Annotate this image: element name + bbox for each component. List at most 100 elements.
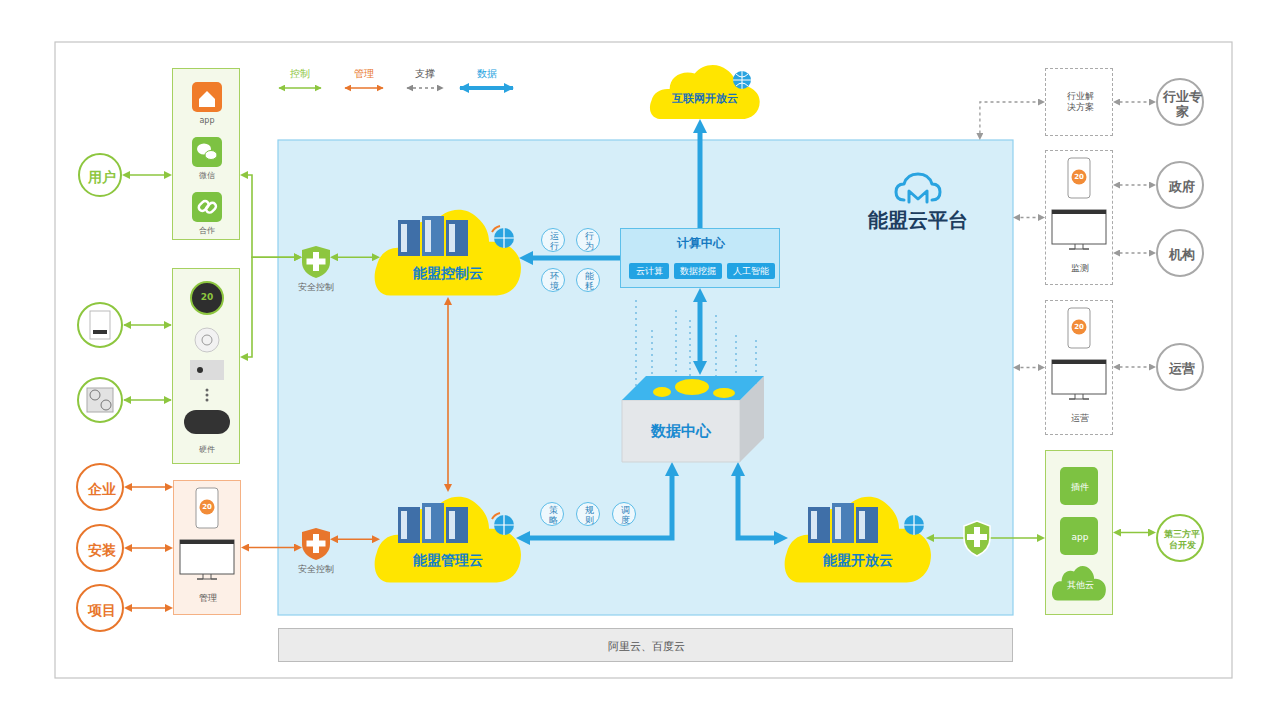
connector-arrow: [244, 175, 298, 257]
operation-circle: 运营: [1156, 343, 1204, 391]
display-number: 20: [195, 292, 219, 303]
node-text: 安装: [82, 542, 122, 559]
node-text: 能盟控制云: [378, 265, 518, 282]
compute-chip: 云计算: [629, 263, 669, 279]
connector-arrow: [1117, 252, 1153, 253]
text-holder: 监测: [1046, 263, 1114, 274]
node-text: 微信: [173, 171, 241, 181]
text-holder: 环境: [546, 271, 562, 291]
connector-arrow: [1117, 366, 1153, 367]
connector-arrow: [334, 538, 376, 540]
developer-circle: 第三方平台开发: [1156, 514, 1204, 562]
channel-icons: [192, 82, 222, 222]
node-text: 阿里云、百度云: [283, 640, 1010, 653]
compute-chip: 数据挖掘: [674, 263, 722, 279]
server-rack: [398, 216, 878, 543]
legend-holder: 数据: [452, 68, 521, 80]
node-text: 能盟管理云: [378, 552, 518, 569]
node-text: 云计算: [633, 266, 665, 276]
connector-arrow: [1117, 101, 1153, 102]
legend-holder: 管理: [337, 68, 391, 80]
legend-arrow: [407, 87, 443, 89]
node-text: 第三方平台开发: [1163, 529, 1201, 551]
tag-circle: 规则: [576, 502, 600, 526]
enterprise-circle: 企业: [76, 463, 124, 511]
legend-arrow: [460, 86, 513, 90]
text-holder: 运营: [1162, 361, 1202, 377]
node-text: 运营: [1046, 413, 1114, 424]
text-holder: 计算中心: [621, 236, 781, 250]
text-holder: 机构: [1162, 247, 1202, 263]
label-holder: 20: [195, 503, 219, 511]
node-text: 其他云: [1046, 580, 1114, 591]
tag-circle: 能耗: [576, 268, 600, 292]
text-holder: 用户: [84, 169, 120, 186]
connector-arrow: [1017, 367, 1042, 368]
node-text: 监测: [1046, 263, 1114, 274]
text-holder: 能盟云平台: [838, 208, 998, 232]
internet-cloud: 互联网开放云: [648, 62, 762, 120]
legend-holder: 支撑: [399, 68, 451, 80]
text-holder: 能盟控制云: [378, 265, 518, 282]
text-holder: 企业: [82, 481, 122, 498]
text-holder: 安全控制: [286, 564, 346, 575]
display-number: 20: [1067, 173, 1091, 181]
compute-chip: 人工智能: [727, 263, 775, 279]
node-text: 项目: [82, 602, 122, 619]
connector-arrow: [738, 469, 781, 538]
text-holder: 数据挖掘: [678, 266, 718, 276]
node-text: 能盟开放云: [788, 552, 928, 569]
open-shield: [964, 521, 990, 556]
project-circle: 项目: [76, 584, 124, 632]
node-text: 行为: [581, 231, 597, 251]
user-circle: 用户: [78, 153, 122, 197]
node-text: 环境: [546, 271, 562, 291]
device-circles: [78, 303, 171, 422]
text-holder: 运行: [546, 231, 562, 251]
node-text: 规则: [581, 505, 597, 525]
text-holder: 数据中心: [622, 422, 740, 440]
text-holder: 安全控制: [286, 282, 346, 293]
connector-arrow: [523, 469, 672, 538]
text-holder: 合作: [173, 226, 241, 236]
legend-holder: 控制: [271, 68, 329, 80]
text-holder: app: [173, 116, 241, 126]
text-holder: 能盟开放云: [788, 552, 928, 569]
outer-frame: [55, 42, 1232, 678]
text-holder: 调度: [617, 505, 633, 525]
legend-text: 控制: [271, 68, 329, 80]
compute-center: 计算中心云计算 数据挖掘 人工智能: [620, 228, 780, 288]
open-tiles: [1052, 467, 1106, 601]
node-text: 互联网开放云: [652, 92, 758, 105]
tag-circle: 运行: [541, 228, 565, 252]
node-text: 插件: [1046, 482, 1114, 493]
text-holder: 策略: [545, 505, 561, 525]
text-holder: 项目: [82, 602, 122, 619]
node-text: 行业解决方案: [1063, 91, 1097, 113]
connector-arrow: [128, 607, 169, 609]
tag-circle: 调度: [612, 502, 636, 526]
platform-ground: [278, 140, 1013, 615]
data-cloud: [653, 379, 735, 398]
shield-shape: [292, 246, 340, 302]
node-text: 硬件: [173, 445, 241, 455]
hardware-icons: [184, 282, 230, 434]
node-text: 人工智能: [731, 266, 771, 276]
text-holder: 硬件: [173, 445, 241, 455]
connector-arrow: [128, 547, 169, 549]
connector-arrow: [1117, 532, 1152, 534]
text-holder: 互联网开放云: [652, 92, 758, 105]
solution-box: 行业解决方案: [1045, 68, 1113, 136]
cloud-shape: [648, 62, 762, 120]
text-holder: 插件: [1046, 482, 1114, 493]
legend-text: 管理: [337, 68, 391, 80]
text-holder: 行为: [581, 231, 597, 251]
platform-logo: [896, 174, 940, 202]
node-text: 安全控制: [286, 282, 346, 293]
text-holder: 安装: [82, 542, 122, 559]
legend-text: 数据: [452, 68, 521, 80]
phone-monitor: [180, 158, 1106, 579]
text-holder: app: [1046, 532, 1114, 543]
text-holder: 运营: [1046, 413, 1114, 424]
connector-arrow: [126, 174, 168, 176]
